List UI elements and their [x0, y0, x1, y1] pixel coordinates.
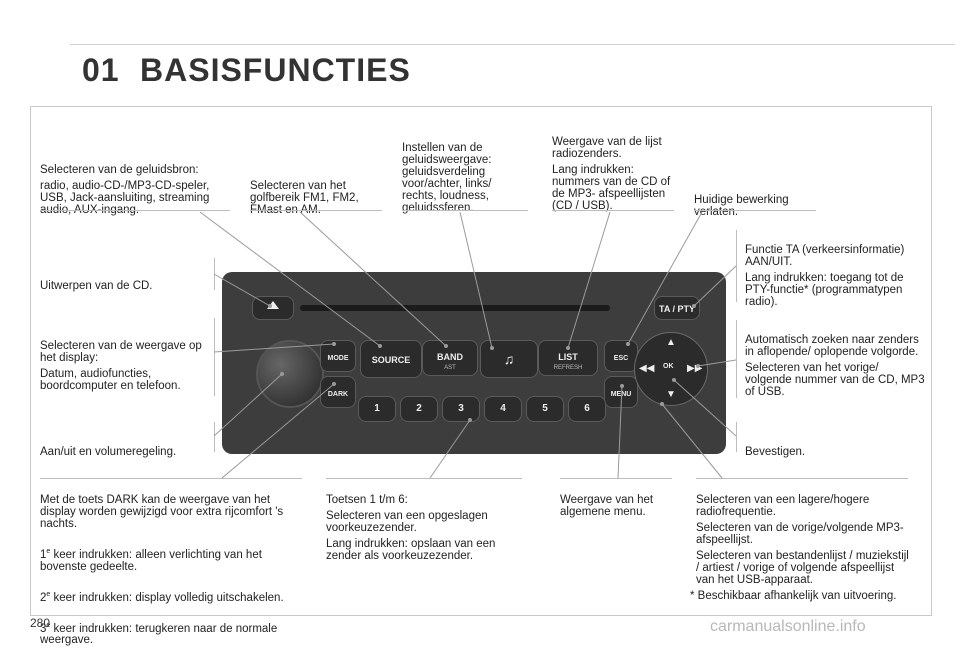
- underline: [560, 478, 672, 479]
- underline: [696, 478, 908, 479]
- callout-freq: Selecteren van een lagere/hogere radiofr…: [696, 494, 909, 586]
- callout-eject: Uitwerpen van de CD.: [40, 280, 153, 292]
- bracket: [214, 422, 215, 452]
- callout-esc: Huidige bewerking verlaten.: [694, 194, 789, 218]
- arrow-up-icon[interactable]: ▲: [666, 337, 676, 348]
- callout-band: Selecteren van het golfbereik FM1, FM2, …: [250, 180, 359, 216]
- bracket: [736, 320, 737, 398]
- callout-dark: Met de toets DARK kan de weergave van he…: [40, 494, 284, 647]
- bracket: [736, 230, 737, 302]
- preset-5-button[interactable]: 5: [526, 396, 564, 422]
- underline: [40, 478, 302, 479]
- bracket: [214, 318, 215, 396]
- callout-ok: Bevestigen.: [745, 446, 806, 458]
- callout-power: Aan/uit en volumeregeling.: [40, 446, 177, 458]
- fast-forward-icon[interactable]: ▶▶: [687, 363, 703, 374]
- underline: [694, 210, 816, 211]
- preset-3-button[interactable]: 3: [442, 396, 480, 422]
- callout-presets: Toetsen 1 t/m 6:Selecteren van een opges…: [326, 494, 496, 562]
- header-rule: [135, 44, 955, 45]
- callout-ta: Functie TA (verkeersinformatie) AAN/UIT.…: [745, 244, 905, 308]
- page-number: 280: [30, 616, 51, 630]
- navigation-pad[interactable]: ▲ ▼ ◀◀ ▶▶ OK: [634, 332, 708, 406]
- eject-icon: [267, 301, 279, 309]
- power-volume-knob[interactable]: [256, 340, 324, 408]
- dark-button[interactable]: DARK: [320, 376, 356, 408]
- callout-mode: Selecteren van de weergave op het displa…: [40, 340, 202, 392]
- callout-list: Weergave van de lijst radiozenders.Lang …: [552, 136, 671, 212]
- callout-search: Automatisch zoeken naar zenders in aflop…: [745, 334, 925, 398]
- header-tab: [70, 44, 135, 101]
- preset-4-button[interactable]: 4: [484, 396, 522, 422]
- underline: [326, 478, 522, 479]
- underline: [402, 210, 528, 211]
- callout-menu: Weergave van het algemene menu.: [560, 494, 654, 518]
- content-frame: [30, 106, 932, 616]
- underline: [552, 210, 674, 211]
- source-button[interactable]: SOURCE: [360, 340, 422, 378]
- mode-button[interactable]: MODE: [320, 340, 356, 372]
- callout-sound: Instellen van de geluidsweergave: geluid…: [402, 142, 492, 214]
- page-title: BASISFUNCTIES: [140, 52, 411, 88]
- ta-pty-button[interactable]: TA / PTY: [654, 296, 700, 320]
- preset-6-button[interactable]: 6: [568, 396, 606, 422]
- chapter-number: 01: [82, 52, 120, 88]
- leader-lines: [199, 211, 737, 479]
- watermark: carmanualsonline.info: [710, 618, 866, 635]
- underline: [40, 210, 230, 211]
- cd-slot: [300, 305, 610, 311]
- arrow-down-icon[interactable]: ▼: [666, 389, 676, 400]
- sound-button[interactable]: ♫: [480, 340, 538, 378]
- rewind-icon[interactable]: ◀◀: [639, 363, 655, 374]
- footnote: * Beschikbaar afhankelijk van uitvoering…: [690, 590, 897, 602]
- callout-source: Selecteren van de geluidsbron:radio, aud…: [40, 164, 210, 216]
- ok-button[interactable]: OK: [663, 363, 674, 370]
- preset-1-button[interactable]: 1: [358, 396, 396, 422]
- bracket: [736, 422, 737, 452]
- music-note-icon: ♫: [503, 351, 515, 367]
- underline: [250, 210, 382, 211]
- preset-2-button[interactable]: 2: [400, 396, 438, 422]
